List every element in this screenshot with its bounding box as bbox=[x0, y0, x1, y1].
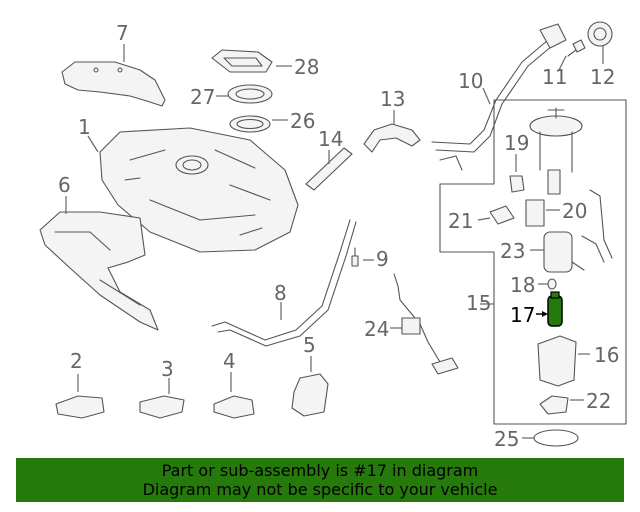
part-20-filter bbox=[525, 199, 545, 227]
part-19-connector bbox=[509, 175, 525, 193]
part-14-tube bbox=[305, 147, 353, 191]
pump-flange bbox=[529, 107, 583, 195]
callout-26: 26 bbox=[290, 109, 315, 133]
callout-27: 27 bbox=[190, 85, 215, 109]
callout-10: 10 bbox=[458, 69, 483, 93]
leader-1 bbox=[87, 135, 99, 153]
callout-6: 6 bbox=[58, 173, 71, 197]
part-2-pad bbox=[55, 395, 105, 419]
part-7-heat-shield bbox=[61, 61, 166, 107]
part-13-hose bbox=[363, 123, 421, 153]
callout-22: 22 bbox=[586, 389, 611, 413]
callout-13: 13 bbox=[380, 87, 405, 111]
part-1-fuel-tank bbox=[99, 127, 299, 253]
part-4-pad bbox=[213, 395, 255, 419]
leader-21 bbox=[477, 217, 491, 221]
leader-11 bbox=[558, 55, 567, 71]
callout-14: 14 bbox=[318, 127, 343, 151]
callout-3: 3 bbox=[161, 357, 174, 381]
part-27-ring bbox=[227, 84, 273, 104]
info-banner: Part or sub-assembly is #17 in diagram D… bbox=[16, 458, 624, 502]
callout-2: 2 bbox=[70, 349, 83, 373]
callout-5: 5 bbox=[303, 333, 316, 357]
callout-16: 16 bbox=[594, 343, 619, 367]
callout-11: 11 bbox=[542, 65, 567, 89]
callout-1: 1 bbox=[78, 115, 91, 139]
leader-10 bbox=[482, 87, 491, 105]
callout-15: 15 bbox=[466, 291, 491, 315]
part-8-strap bbox=[211, 219, 357, 347]
callout-21: 21 bbox=[448, 209, 473, 233]
callout-4: 4 bbox=[223, 349, 236, 373]
part-3-pad bbox=[139, 395, 185, 419]
callout-23: 23 bbox=[500, 239, 525, 263]
callout-24: 24 bbox=[364, 317, 389, 341]
parts-diagram: 7 28 27 26 1 14 13 bbox=[39, 21, 627, 451]
part-9-bolt bbox=[351, 247, 359, 267]
callout-12: 12 bbox=[590, 65, 615, 89]
callout-25: 25 bbox=[494, 427, 519, 451]
callout-19: 19 bbox=[504, 131, 529, 155]
part-24-sender bbox=[393, 273, 459, 375]
part-6-lower-shield bbox=[39, 211, 159, 331]
banner-line-2: Diagram may not be specific to your vehi… bbox=[142, 480, 498, 499]
callout-20: 20 bbox=[562, 199, 587, 223]
callout-7: 7 bbox=[116, 21, 129, 45]
part-18-oring bbox=[547, 278, 557, 290]
leader-17-arrow bbox=[542, 311, 548, 317]
part-21-clip bbox=[489, 205, 515, 225]
part-10-filler-pipe bbox=[431, 23, 567, 171]
callout-8: 8 bbox=[274, 281, 287, 305]
callout-17[interactable]: 17 bbox=[510, 303, 535, 327]
part-15-module-outline bbox=[439, 99, 627, 425]
part-11-bolt bbox=[567, 39, 586, 57]
part-28-plate bbox=[211, 49, 273, 73]
part-22-bracket bbox=[539, 395, 569, 415]
part-17-highlighted[interactable] bbox=[547, 291, 563, 327]
callout-28: 28 bbox=[294, 55, 319, 79]
part-5-pad bbox=[291, 373, 329, 417]
part-16-reservoir bbox=[537, 335, 577, 387]
callout-18: 18 bbox=[510, 273, 535, 297]
part-23-pump-body bbox=[543, 189, 613, 273]
part-26-seal bbox=[229, 115, 271, 133]
part-25-gasket bbox=[533, 429, 579, 447]
part-12-cap bbox=[587, 21, 613, 47]
callout-9: 9 bbox=[376, 247, 389, 271]
banner-line-1: Part or sub-assembly is #17 in diagram bbox=[161, 461, 479, 480]
